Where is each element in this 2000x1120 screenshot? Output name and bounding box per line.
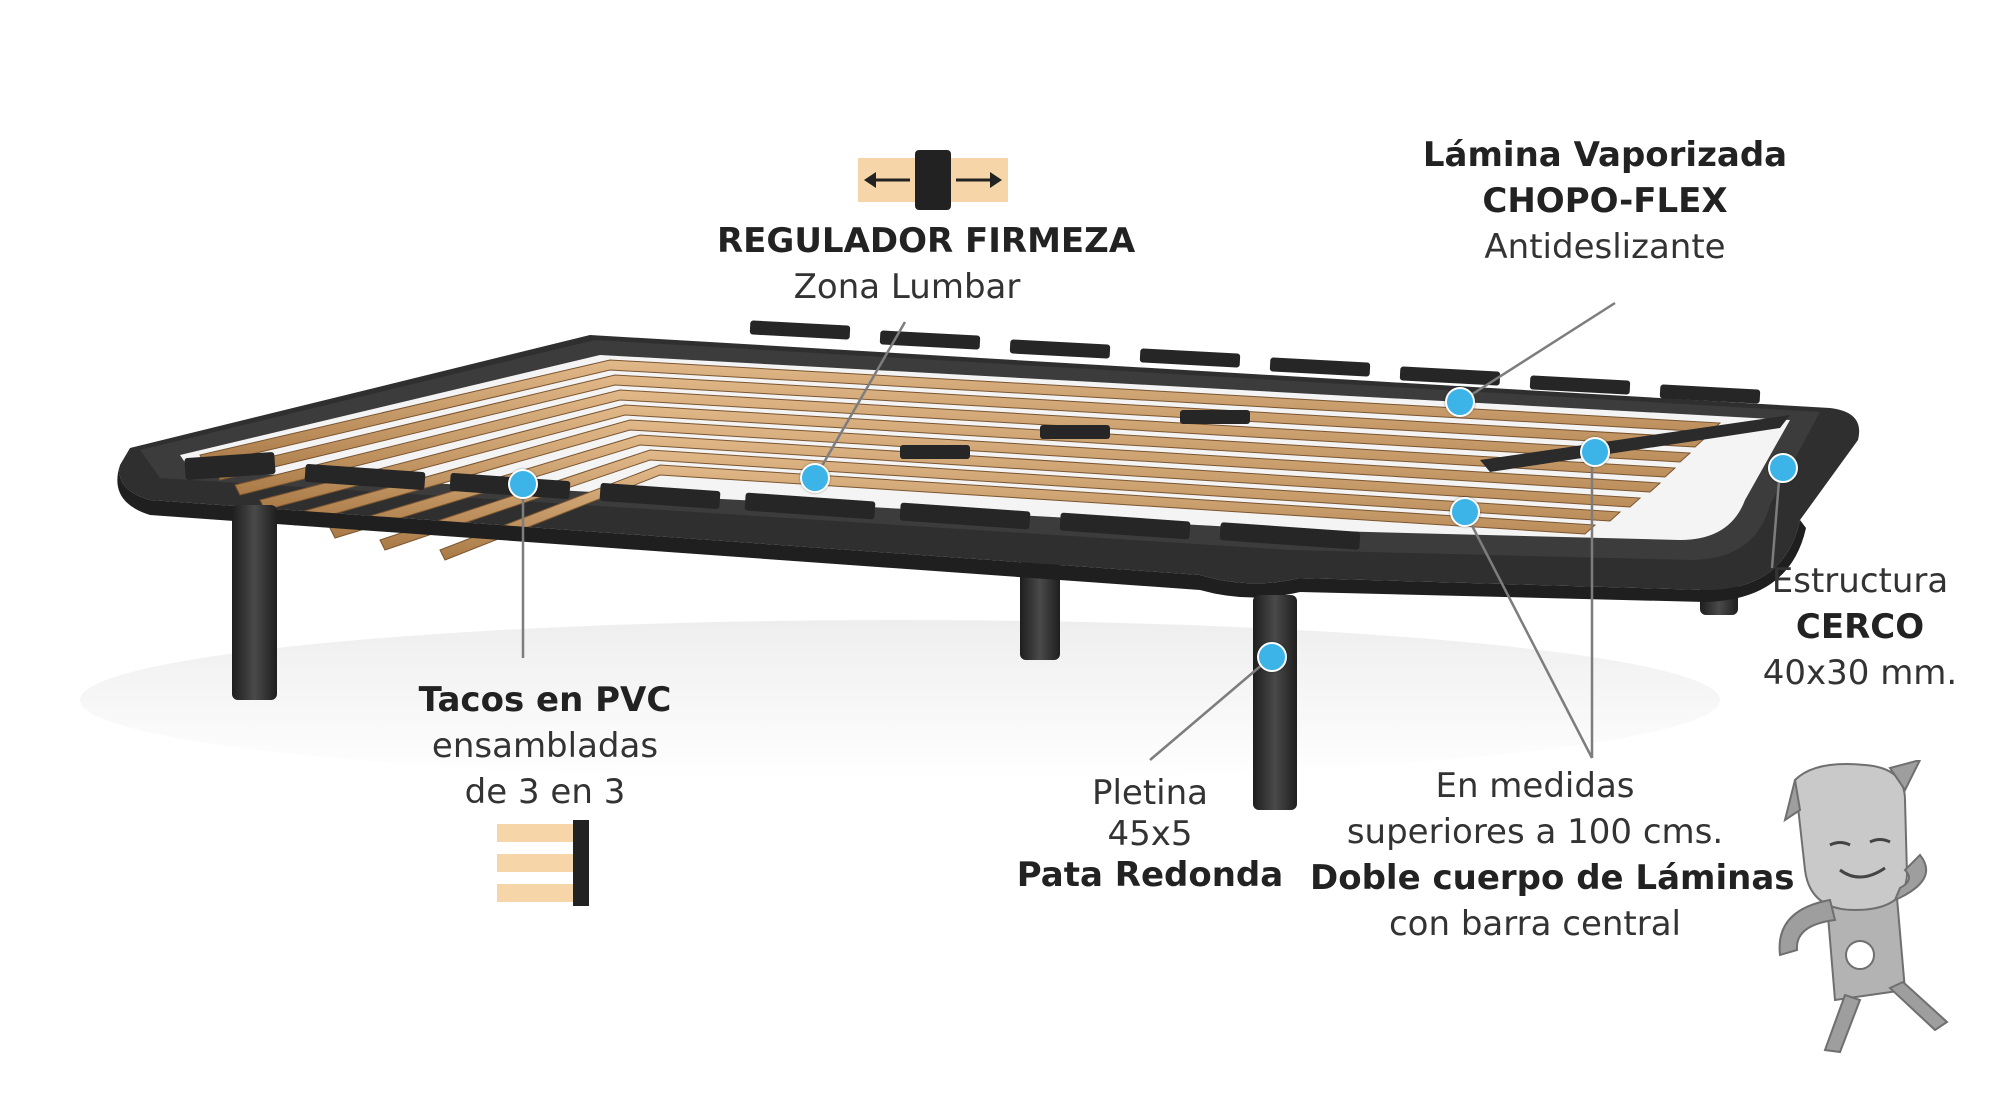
label-tacos: Tacos en PVC ensambladas de 3 en 3 (395, 677, 695, 815)
medidas-line4: con barra central (1388, 904, 1682, 944)
marker-pletina[interactable] (1257, 642, 1287, 672)
label-lamina: Lámina Vaporizada CHOPO-FLEX Antidesliza… (1415, 132, 1795, 270)
leader-lines (521, 301, 1782, 761)
label-medidas: En medidas superiores a 100 cms. Doble c… (1310, 763, 1795, 947)
pletina-size: 45x5 (1107, 814, 1193, 854)
tacos-line2: ensambladas (431, 726, 659, 766)
medidas-line2: superiores a 100 cms. (1346, 812, 1724, 852)
lamina-model: CHOPO-FLEX (1482, 181, 1728, 221)
floor-shadow (80, 620, 1720, 780)
tacos-title: Tacos en PVC (418, 680, 672, 720)
firmness-regulator-icon (858, 150, 1008, 210)
label-regulador: REGULADOR FIRMEZA Zona Lumbar (717, 218, 1136, 310)
label-estructura: Estructura CERCO 40x30 mm. (1730, 558, 1990, 696)
slats (184, 320, 1790, 561)
estructura-title: Estructura (1771, 561, 1949, 601)
marker-estructura[interactable] (1768, 453, 1798, 483)
leg-back-middle (1020, 560, 1060, 660)
medidas-line3: Doble cuerpo de Láminas (1310, 858, 1795, 898)
estructura-type: CERCO (1795, 607, 1925, 647)
leg-front-left (232, 505, 277, 700)
marker-medidas-2[interactable] (1580, 437, 1610, 467)
estructura-size: 40x30 mm. (1762, 653, 1958, 693)
pletina-leg: Pata Redonda (1016, 855, 1284, 895)
frame-front-rail (117, 465, 1806, 602)
regulador-subtitle: Zona Lumbar (793, 267, 1021, 307)
tacos-line3: de 3 en 3 (464, 772, 626, 812)
marker-tacos[interactable] (508, 469, 538, 499)
lamina-title: Lámina Vaporizada (1422, 135, 1788, 175)
label-pletina: Pletina 45x5 Pata Redonda (1010, 773, 1290, 896)
marker-medidas-1[interactable] (1450, 497, 1480, 527)
marker-regulador[interactable] (800, 463, 830, 493)
regulador-title: REGULADOR FIRMEZA (717, 221, 1136, 261)
pvc-blocks-icon (497, 820, 589, 906)
marker-lamina[interactable] (1445, 387, 1475, 417)
pletina-title: Pletina (1091, 773, 1209, 813)
lamina-feature: Antideslizante (1484, 227, 1726, 267)
medidas-line1: En medidas (1435, 766, 1635, 806)
mascot-character (1778, 760, 1949, 1054)
